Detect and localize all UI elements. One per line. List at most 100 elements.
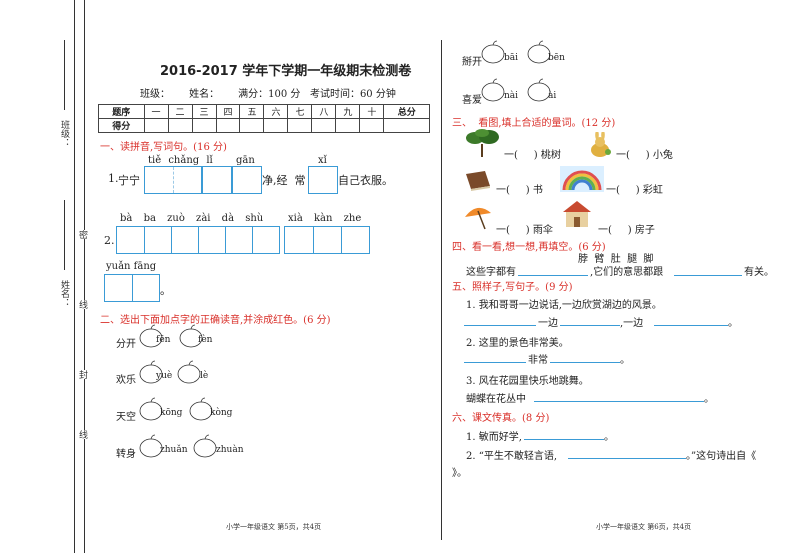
q2-pinyin: ba — [143, 213, 156, 224]
left-footer: 小学一年级语文 第5页，共4页 — [226, 523, 322, 531]
right-top-item-2: 喜爱 nài ài — [462, 78, 592, 108]
apple-icon[interactable] — [178, 324, 204, 348]
apple-icon[interactable] — [526, 78, 552, 102]
s2-word: 天空 — [116, 412, 136, 423]
q2-box-group-2[interactable] — [284, 226, 370, 254]
s2-option-a: fēn — [156, 335, 171, 345]
section-2-title: 二、选出下面加点字的正确读音,并涂成红色。(6 分) — [100, 315, 331, 326]
q1-box-1[interactable] — [144, 166, 202, 194]
s2-option-a: kōng — [160, 408, 183, 418]
s5-text-1b: ,一边 — [620, 318, 644, 329]
page-divider — [441, 40, 442, 540]
s4-blank-1[interactable] — [518, 275, 588, 276]
s5-blank-1b[interactable] — [560, 325, 620, 326]
seal-char-1: 密 — [76, 230, 89, 239]
score-value-row: 得分 — [98, 118, 430, 133]
s2-option-a: zhuǎn — [160, 445, 188, 455]
section-3-title: 三、 看图,填上合适的量词。(12 分) — [452, 118, 616, 129]
section-4-title: 四、看一看,想一想,再填空。(6 分) — [452, 242, 606, 253]
s5-blank-2b[interactable] — [550, 362, 620, 363]
score-input[interactable] — [215, 118, 241, 133]
s4-text-c: 有关。 — [744, 267, 774, 278]
s6-blank-2[interactable] — [568, 458, 686, 459]
s5-end-2: 。 — [620, 355, 630, 366]
apple-icon[interactable] — [176, 360, 202, 384]
s5-blank-1a[interactable] — [464, 325, 536, 326]
apple-icon[interactable] — [138, 324, 164, 348]
rainbow-icon — [560, 166, 604, 192]
score-input[interactable] — [311, 118, 337, 133]
score-cell: 题序 — [98, 104, 145, 119]
apple-icon[interactable] — [138, 360, 164, 384]
margin-line-right — [84, 0, 85, 553]
score-input[interactable] — [287, 118, 313, 133]
score-input[interactable] — [167, 118, 193, 133]
q1-pinyin-1: tiě chǎng lǐ — [148, 155, 213, 166]
s5-blank-2a[interactable] — [464, 362, 526, 363]
q1-pre: 宁宁 — [118, 174, 140, 187]
s2-item-2: 欢乐 yuè lè — [116, 360, 246, 388]
score-input[interactable] — [263, 118, 289, 133]
s4-line: 这些字都有 ,它们的意思都跟 有关。 — [466, 263, 786, 278]
s4-words: 脖 臂 肚 腿 脚 — [578, 254, 654, 265]
s2-option-b: lè — [200, 371, 209, 381]
s5-example-3: 3. 风在花园里快乐地跳舞。 — [466, 376, 589, 387]
s2-option-b: ài — [548, 91, 557, 101]
score-cell: 六 — [263, 104, 289, 119]
class-blank[interactable] — [64, 40, 65, 110]
s6-end-1: 。 — [604, 432, 614, 443]
umbrella-icon — [465, 207, 491, 230]
s4-blank-2[interactable] — [674, 275, 742, 276]
s2-word: 喜爱 — [462, 95, 482, 106]
margin-line-left — [74, 0, 75, 553]
q1-pinyin-3: xǐ — [318, 155, 327, 166]
q2-pinyin: bà — [120, 213, 133, 224]
score-cell: 四 — [215, 104, 241, 119]
q2-pinyin: shù — [245, 213, 264, 224]
score-input[interactable] — [239, 118, 265, 133]
q1-box-3[interactable] — [232, 166, 262, 194]
score-cell: 得分 — [98, 118, 145, 133]
exam-info: 班级： 姓名： 满分：100 分 考试时间：60 分钟 — [140, 89, 396, 100]
score-input[interactable] — [191, 118, 217, 133]
book-icon — [466, 171, 490, 191]
s2-option-b: bēn — [548, 53, 565, 63]
s2-word: 掰开 — [462, 57, 482, 68]
s5-text-3a: 蝴蝶在花丛中 — [466, 394, 526, 405]
score-input[interactable] — [143, 118, 169, 133]
apple-icon[interactable] — [188, 397, 214, 421]
apple-icon[interactable] — [480, 78, 506, 102]
rabbit-icon — [591, 132, 611, 157]
q2-pinyin: xià — [288, 213, 303, 224]
score-table: 题序 一 二 三 四 五 六 七 八 九 十 总分 得分 — [98, 104, 430, 133]
apple-icon[interactable] — [138, 397, 164, 421]
s5-text-1a-word: 一边 — [538, 318, 558, 329]
seal-char-2: 线 — [76, 300, 89, 309]
s2-word: 分开 — [116, 339, 136, 350]
s3-item-1: 一( ) 桃树 — [504, 150, 561, 161]
q2-box-group-3[interactable] — [104, 274, 160, 302]
q2-number: 2. — [104, 234, 115, 247]
s5-blank-3[interactable] — [534, 401, 704, 402]
apple-icon[interactable] — [480, 40, 506, 64]
s5-blank-1c[interactable] — [654, 325, 728, 326]
score-input[interactable] — [335, 118, 361, 133]
apple-icon[interactable] — [192, 434, 218, 458]
s2-item-4: 转身 zhuǎn zhuàn — [116, 434, 266, 462]
apple-icon[interactable] — [138, 434, 164, 458]
q1-box-2[interactable] — [202, 166, 232, 194]
score-cell: 七 — [287, 104, 313, 119]
apple-icon[interactable] — [526, 40, 552, 64]
s6-blank-1[interactable] — [524, 439, 604, 440]
name-blank[interactable] — [64, 200, 65, 270]
s4-text-b: ,它们的意思都跟 — [590, 267, 664, 278]
score-cell: 总分 — [383, 104, 430, 119]
s2-item-3: 天空 kōng kòng — [116, 397, 246, 425]
q2-pinyin-2: yuǎn fāng — [106, 261, 157, 272]
q2-pinyin: kàn — [314, 213, 333, 224]
score-input[interactable] — [359, 118, 385, 133]
q1-box-4[interactable] — [308, 166, 338, 194]
score-input[interactable] — [383, 118, 430, 133]
s6-text-1: 1. 敏而好学, — [466, 432, 522, 443]
q2-box-group-1[interactable] — [116, 226, 280, 254]
